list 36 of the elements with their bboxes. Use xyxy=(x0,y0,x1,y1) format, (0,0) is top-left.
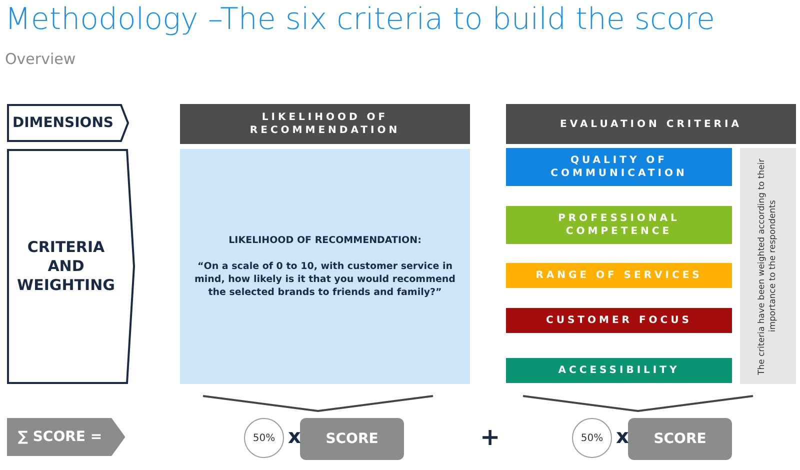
criterion-label: RANGE OF SERVICES xyxy=(534,269,704,282)
note-panel xyxy=(740,148,796,384)
multiply-sign: x xyxy=(288,424,301,448)
score-label: SCORE xyxy=(654,431,706,447)
criterion-label: PROFESSIONAL COMPETENCE xyxy=(557,212,681,238)
dimension-label: CRITERIA AND WEIGHTING xyxy=(16,238,116,295)
weight-label: 50% xyxy=(580,432,604,444)
criterion-label: CUSTOMER FOCUS xyxy=(545,314,693,327)
criterion-bar xyxy=(506,308,732,333)
dimension-label: DIMENSIONS xyxy=(12,114,115,132)
criterion-bar xyxy=(506,206,732,244)
multiply-sign: x xyxy=(616,424,629,448)
slide-title: Methodology –The six criteria to build the score xyxy=(5,2,715,37)
question-heading: LIKELIHOOD OF RECOMMENDATION: xyxy=(228,234,422,246)
note-text: The criteria have been weighted according to their importance to the respondents xyxy=(757,156,779,377)
header-label: LIKELIHOOD OF RECOMMENDATION xyxy=(248,111,402,137)
question-text: “On a scale of 0 to 10, with customer service in mind, how likely is it that you would recommend the selected brands to friends and family?” xyxy=(194,260,456,298)
weight-circle xyxy=(572,418,612,458)
criterion-bar xyxy=(506,358,732,383)
header-label: EVALUATION CRITERIA xyxy=(559,118,743,130)
criterion-label: ACCESSIBILITY xyxy=(557,364,681,377)
criterion-bar xyxy=(506,148,732,186)
criterion-bar xyxy=(506,263,732,288)
score-label: SCORE xyxy=(326,431,378,447)
plus-sign: + xyxy=(480,423,500,451)
weight-label: 50% xyxy=(252,432,276,444)
question-panel xyxy=(180,149,470,384)
weight-circle xyxy=(244,418,284,458)
header-bar xyxy=(180,104,470,144)
criterion-label: QUALITY OF COMMUNICATION xyxy=(550,154,688,180)
score-label: ∑ SCORE = xyxy=(18,429,104,445)
score-box xyxy=(628,418,732,460)
subtitle: Overview xyxy=(5,50,76,68)
score-box xyxy=(300,418,404,460)
score-arrow xyxy=(7,418,125,456)
header-bar xyxy=(506,104,796,144)
